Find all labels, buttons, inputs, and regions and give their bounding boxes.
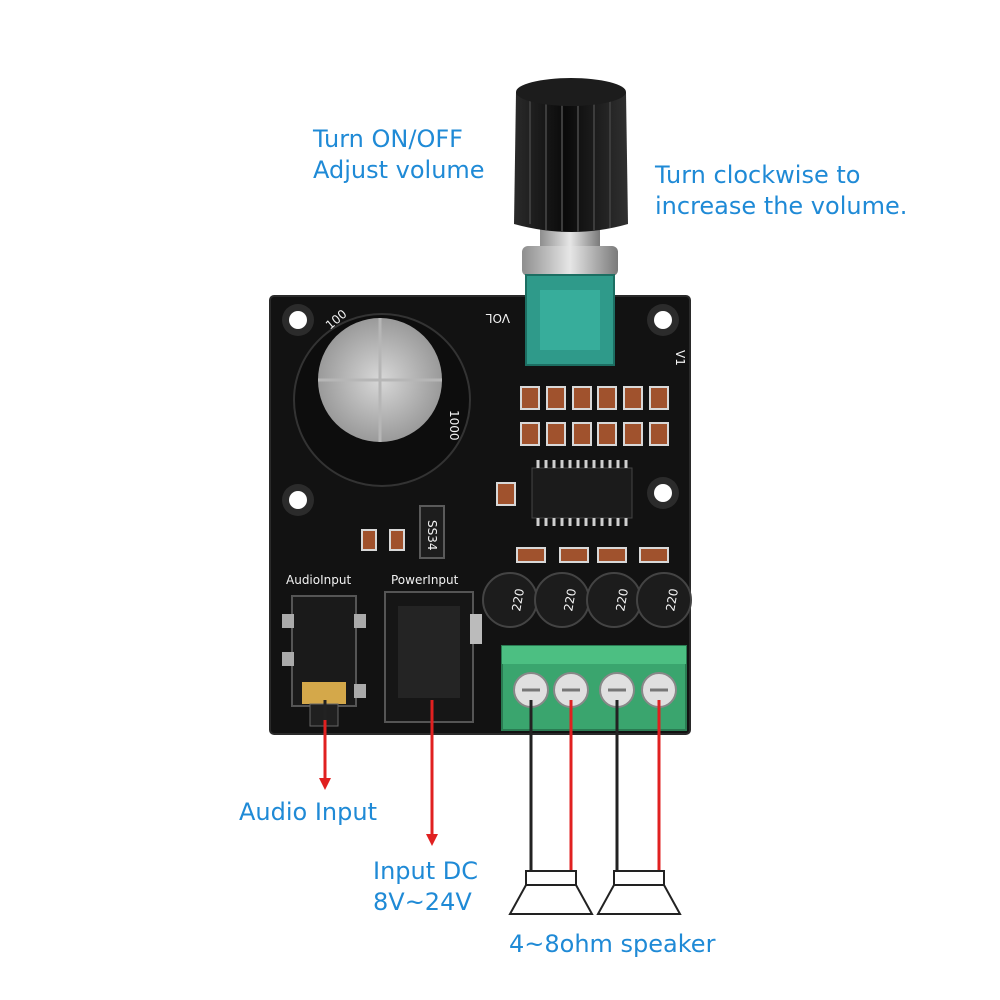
inductor-2-label: 220 xyxy=(561,587,579,612)
clockwise-callout-line-2: increase the volume. xyxy=(655,192,908,220)
mounting-hole-ml xyxy=(282,484,314,516)
inductor-1: 220 xyxy=(482,572,538,628)
inductor-4: 220 xyxy=(636,572,692,628)
mounting-hole-tl xyxy=(282,304,314,336)
clockwise-callout-line-1: Turn clockwise to xyxy=(655,161,861,189)
mounting-hole-tr xyxy=(647,304,679,336)
audio-input-label: Audio Input xyxy=(239,798,377,826)
inductor-caps xyxy=(516,547,669,563)
capacitor-side-label: 1000 xyxy=(447,410,461,441)
audio-input-arrow xyxy=(319,700,331,790)
inductor-3: 220 xyxy=(586,572,642,628)
knob-callout: Turn ON/OFF Adjust volume xyxy=(313,124,485,186)
inductor-4-label: 220 xyxy=(663,587,681,612)
speaker-right-icon xyxy=(596,870,682,915)
knob-callout-line-2: Adjust volume xyxy=(313,156,485,184)
clockwise-callout: Turn clockwise to increase the volume. xyxy=(655,160,907,222)
v1-label: V1 xyxy=(673,350,687,366)
speaker-label: 4~8ohm speaker xyxy=(509,930,716,958)
screw-terminal-block[interactable] xyxy=(501,645,687,731)
mounting-hole-mr xyxy=(647,477,679,509)
volume-knob[interactable] xyxy=(514,78,628,276)
dc-power-jack[interactable] xyxy=(384,591,482,723)
dc-input-line-2: 8V~24V xyxy=(373,888,472,916)
speaker-left-icon xyxy=(508,870,594,915)
dc-input-arrow xyxy=(426,700,438,846)
knob-callout-line-1: Turn ON/OFF xyxy=(313,125,463,153)
silkscreen-audio-input: AudioInput xyxy=(286,573,351,587)
dc-input-line-1: Input DC xyxy=(373,857,479,885)
dc-input-callout: Input DC 8V~24V xyxy=(373,856,478,918)
smd-components xyxy=(361,386,669,551)
amplifier-ic xyxy=(531,460,633,526)
silkscreen-power-input: PowerInput xyxy=(391,573,459,587)
audio-jack[interactable] xyxy=(282,595,366,727)
diode: SS34 xyxy=(419,505,445,559)
inductor-2: 220 xyxy=(534,572,590,628)
capacitor: 100 1000 xyxy=(293,307,471,487)
diode-label: SS34 xyxy=(425,520,439,551)
vol-label: VOL xyxy=(486,311,510,325)
inductor-3-label: 220 xyxy=(613,587,631,612)
inductor-1-label: 220 xyxy=(509,587,527,612)
speaker-callout: 4~8ohm speaker xyxy=(509,929,715,960)
audio-input-callout: Audio Input xyxy=(239,797,377,828)
speaker-wires xyxy=(529,700,661,870)
